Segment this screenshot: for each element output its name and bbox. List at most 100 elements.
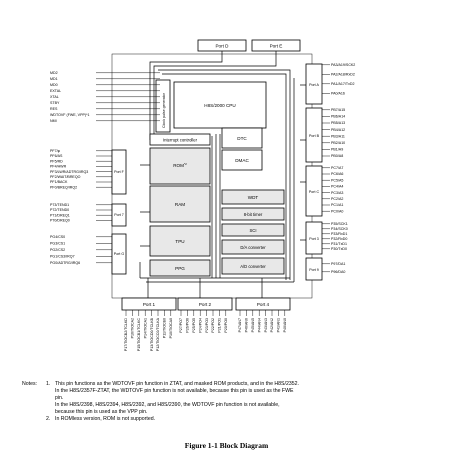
port-2-box bbox=[177, 297, 233, 311]
figure-caption: Figure 1-1 Block Diagram bbox=[184, 441, 269, 450]
control-pin-1: MD1 bbox=[50, 77, 58, 81]
cpu-box bbox=[173, 81, 267, 129]
wdt-box bbox=[221, 189, 285, 205]
control-pin-2: MD0 bbox=[50, 83, 58, 87]
pf-pin-5: PF2/WAIT/BREQO bbox=[50, 175, 81, 179]
pc-pin-4: PC3/A3 bbox=[331, 191, 343, 195]
rom-label: ROM*2 bbox=[173, 162, 187, 168]
p3-pin-0: P35/SCK1 bbox=[331, 222, 348, 226]
p2-pin-3: P24/PO4 bbox=[198, 318, 202, 333]
p4-pin-6: P41/AN1 bbox=[277, 318, 281, 332]
pg-pin-4: PG0/ADTRG/IRQ6 bbox=[50, 261, 80, 265]
p2-pin-0: P27/PO7 bbox=[179, 318, 183, 333]
port-c-label: Port C bbox=[309, 190, 320, 194]
dtc-box bbox=[221, 127, 263, 149]
note-1-line-2: In the H8S/2357F-ZTAT, the WDTOVF pin fu… bbox=[55, 387, 294, 394]
rom-footnote: *2 bbox=[184, 162, 187, 166]
note-2-line-1: In ROMless version, ROM is not supported… bbox=[55, 415, 156, 422]
port-1-label: Port 1 bbox=[143, 302, 156, 307]
note-1-line-3: pin. bbox=[55, 394, 64, 401]
p1-pin-1: P16/TIOCA2 bbox=[131, 318, 135, 338]
note-1-line-1: This pin functions as the WDTOVF pin fun… bbox=[55, 381, 299, 387]
p2-pin-5: P22/PO2 bbox=[211, 318, 215, 333]
pf-pin-3: PF4/HWR bbox=[50, 165, 67, 169]
timer8-box bbox=[221, 207, 285, 221]
interrupt-controller-label: Interrupt controller bbox=[163, 138, 198, 143]
pa-pin-1: PA2/A18/RxD2 bbox=[331, 73, 355, 77]
control-pin-0: MD2 bbox=[50, 71, 58, 75]
pf-pin-1: PF6/AS bbox=[50, 154, 63, 158]
port-2-label: Port 2 bbox=[199, 302, 212, 307]
note-2-number: 2. bbox=[46, 415, 51, 422]
p1-pin-0: P17/TIOCB2/TCLKD bbox=[124, 318, 128, 352]
port-b-label: Port B bbox=[309, 134, 320, 138]
pa-pin-0: PA3/A19/SCK2 bbox=[331, 63, 355, 67]
p2-pin-6: P21/PO1 bbox=[218, 318, 222, 333]
pb-pin-5: PB2/A10 bbox=[331, 141, 345, 145]
port-9-box bbox=[305, 257, 323, 281]
tpu-box bbox=[149, 225, 211, 257]
pf-pin-4: PF3/LWR/ADTRG/IRQ3 bbox=[50, 170, 88, 174]
port-e-label: Port E bbox=[270, 44, 283, 49]
port-b-box bbox=[305, 107, 323, 163]
note-2: 2. In ROMless version, ROM is not suppor… bbox=[22, 416, 442, 423]
control-pin-5: STBY bbox=[50, 101, 60, 105]
pg-pin-1: PG3/CS1 bbox=[50, 242, 65, 246]
control-pin-7: WDTOVF (FWE, VPP)*1 bbox=[50, 113, 89, 117]
port-3-label: Port 3 bbox=[309, 237, 319, 241]
pc-pin-5: PC2/A2 bbox=[331, 197, 343, 201]
p2-pin-1: P26/PO6 bbox=[186, 318, 190, 333]
pb-pin-3: PB4/A12 bbox=[331, 128, 345, 132]
note-1-line-4: In the H8S/2398, H8S/2394, H8S/2392, and… bbox=[55, 401, 280, 408]
p2-pin-4: P23/PO3 bbox=[205, 318, 209, 333]
p3-pin-4: P31/TxD1 bbox=[331, 242, 347, 246]
sci-box bbox=[221, 223, 285, 237]
port-1-box bbox=[121, 297, 177, 311]
clock-generator-box bbox=[155, 79, 171, 133]
p1-pin-7: P10/TIOCA0 bbox=[169, 318, 173, 338]
da-box bbox=[221, 239, 285, 255]
p1-pin-4: P13/TIOCD0/TCLKB bbox=[150, 317, 154, 351]
timer8-label: 8-bit timer bbox=[244, 212, 263, 217]
pc-pin-2: PC5/A5 bbox=[331, 178, 343, 182]
pf-pin-7: PF0/BREQ/IRQ2 bbox=[50, 185, 77, 189]
pa-pin-3: PA0/A16 bbox=[331, 92, 345, 96]
clock-generator-label: Clock pulse generator bbox=[162, 92, 166, 128]
pa-pin-2: PA1/A17/TxD2 bbox=[331, 82, 355, 86]
p1-pin-3: P14/TIOCA1 bbox=[143, 318, 147, 338]
note-1-line-5: because this pin is used as the VPP pin. bbox=[55, 408, 148, 415]
p7-pin-2: P71/DREQ1 bbox=[50, 213, 70, 217]
tpu-label: TPU bbox=[175, 239, 184, 244]
ppg-box bbox=[149, 259, 211, 277]
control-pin-3: EXTAL bbox=[50, 89, 61, 93]
note-1-number: 1. bbox=[46, 381, 51, 387]
p1-pin-5: P12/TIOCC0/TCLKA bbox=[156, 317, 160, 351]
p1-pin-6: P11/TIOCB0 bbox=[163, 318, 167, 338]
notes: Notes: 1. This pin functions as the WDTO… bbox=[22, 381, 442, 422]
pg-pin-2: PG2/CS2 bbox=[50, 248, 65, 252]
ram-box bbox=[149, 185, 211, 223]
pc-pin-7: PC0/A0 bbox=[331, 209, 343, 213]
port-f-box bbox=[111, 149, 127, 195]
p7-pin-1: P72/TEND0 bbox=[50, 208, 69, 212]
bus-lines bbox=[139, 51, 306, 298]
da-label: D/A converter bbox=[240, 245, 266, 250]
p3-pin-5: P30/TxD0 bbox=[331, 247, 347, 251]
note-2-spacer bbox=[22, 416, 46, 423]
port-4-box bbox=[235, 297, 291, 311]
port-f-label: Port F bbox=[114, 170, 125, 174]
pc-pin-6: PC1/A1 bbox=[331, 203, 343, 207]
ad-label: A/D converter bbox=[240, 264, 266, 269]
ppg-label: PPG bbox=[175, 266, 185, 271]
p2-pin-2: P25/PO5 bbox=[192, 318, 196, 333]
notes-label: Notes: bbox=[22, 381, 37, 387]
pb-pin-7: PB0/A8 bbox=[331, 154, 343, 158]
dmac-box bbox=[221, 149, 263, 171]
ad-box bbox=[221, 257, 285, 275]
pc-pin-0: PC7/A7 bbox=[331, 166, 343, 170]
p9-pin-0: P97/DA1 bbox=[331, 262, 345, 266]
p4-pin-3: P44/AN4 bbox=[257, 318, 261, 332]
pb-pin-0: PB7/A15 bbox=[331, 108, 345, 112]
